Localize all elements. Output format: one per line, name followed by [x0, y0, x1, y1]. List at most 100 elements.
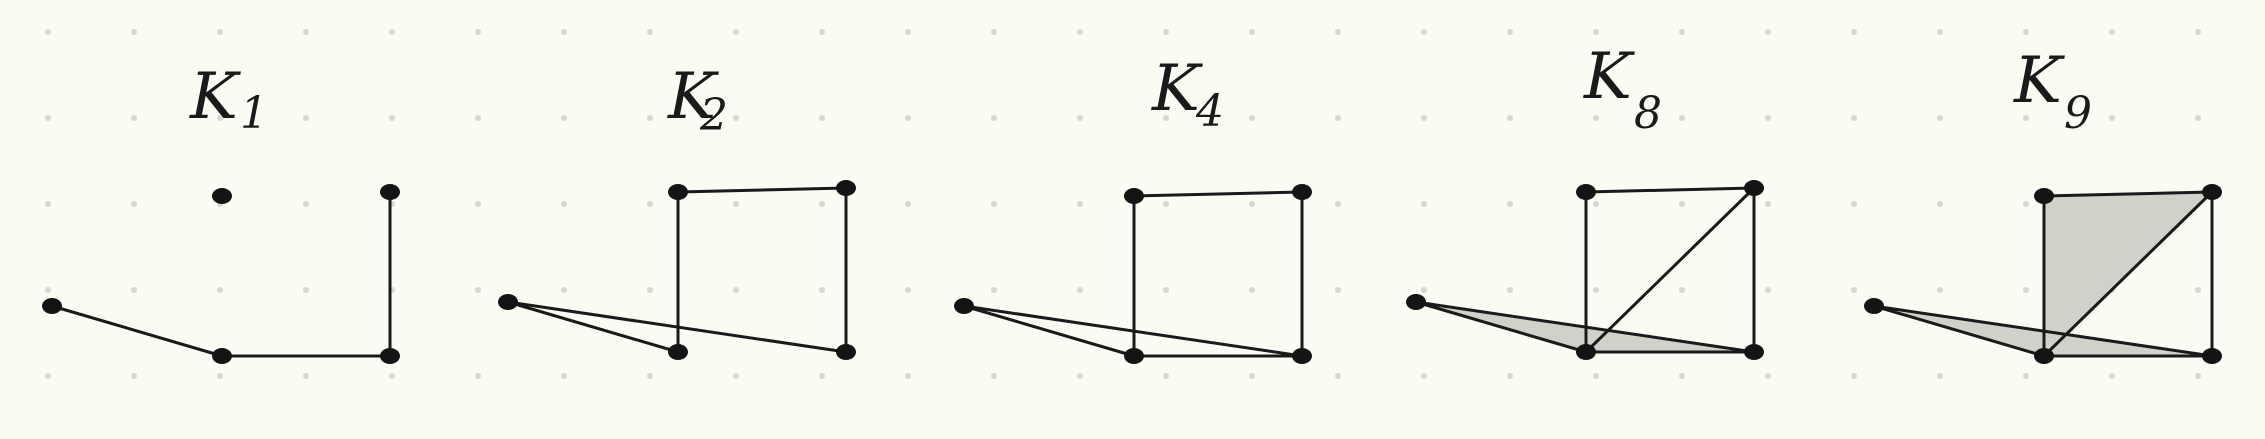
grid-dot — [1163, 373, 1169, 379]
grid-dot — [991, 373, 997, 379]
grid-dot — [647, 115, 653, 121]
grid-dot — [45, 201, 51, 207]
grid-dot — [217, 29, 223, 35]
grid-dot — [389, 29, 395, 35]
grid-dot — [45, 115, 51, 121]
grid-dot — [1851, 287, 1857, 293]
grid-dot — [1077, 29, 1083, 35]
grid-dot — [2195, 373, 2201, 379]
grid-dot — [1679, 29, 1685, 35]
grid-dot — [1077, 287, 1083, 293]
grid-dot — [1679, 287, 1685, 293]
grid-dot — [475, 287, 481, 293]
grid-dot — [1163, 287, 1169, 293]
edge-cd — [2042, 190, 2214, 198]
grid-dot — [561, 29, 567, 35]
vertex-d — [1292, 184, 1312, 200]
vertex-e — [836, 344, 856, 360]
grid-dot — [819, 201, 825, 207]
grid-dot — [1765, 287, 1771, 293]
grid-dot — [1851, 373, 1857, 379]
grid-dot — [2023, 115, 2029, 121]
edge-cd — [1132, 190, 1304, 198]
grid-dot — [1679, 115, 1685, 121]
grid-dot — [1679, 201, 1685, 207]
vertex-c — [380, 348, 400, 364]
grid-dot — [1421, 201, 1427, 207]
complex-k9: K 9 — [1864, 44, 2222, 364]
grid-dot — [475, 201, 481, 207]
vertex-d — [2202, 184, 2222, 200]
vertex-a — [42, 298, 62, 314]
grid-dot — [1335, 29, 1341, 35]
grid-dot — [1937, 29, 1943, 35]
grid-dot — [991, 201, 997, 207]
grid-dot — [1335, 373, 1341, 379]
vertex-d — [380, 184, 400, 200]
vertex-e — [212, 188, 232, 204]
grid-dot — [131, 29, 137, 35]
vertex-c — [668, 184, 688, 200]
vertex-a — [1864, 298, 1884, 314]
vertex-c — [1124, 188, 1144, 204]
vertex-a — [954, 298, 974, 314]
grid-dot — [991, 29, 997, 35]
grid-dot — [1937, 373, 1943, 379]
grid-dot — [1851, 201, 1857, 207]
grid-dot — [733, 115, 739, 121]
grid-dot — [647, 287, 653, 293]
grid-dot — [303, 29, 309, 35]
grid-dot — [1593, 373, 1599, 379]
grid-dot — [1593, 29, 1599, 35]
grid-dot — [45, 287, 51, 293]
grid-dot — [1077, 373, 1083, 379]
vertex-b — [212, 348, 232, 364]
grid-dot — [389, 373, 395, 379]
edge-ea — [1872, 304, 2214, 358]
grid-dot — [475, 373, 481, 379]
grid-dot — [2109, 373, 2115, 379]
complex-k2-subscript: 2 — [699, 90, 728, 141]
grid-dot — [733, 373, 739, 379]
grid-dot — [1163, 29, 1169, 35]
vertex-b — [668, 344, 688, 360]
grid-dot — [1249, 373, 1255, 379]
complex-k2: K 2 — [498, 60, 856, 360]
grid-dot — [1507, 287, 1513, 293]
vertex-c — [2034, 188, 2054, 204]
edge-ea — [1414, 300, 1756, 354]
grid-dot — [45, 29, 51, 35]
grid-dot — [217, 373, 223, 379]
grid-dot — [303, 115, 309, 121]
vertex-b — [1576, 344, 1596, 360]
grid-dot — [389, 115, 395, 121]
grid-dot — [1249, 115, 1255, 121]
grid-dot — [2109, 115, 2115, 121]
complex-k4-label: K — [1151, 52, 1203, 126]
grid-dot — [1765, 29, 1771, 35]
grid-dot — [131, 115, 137, 121]
grid-dot — [2195, 287, 2201, 293]
complex-k8-subscript: 8 — [1634, 88, 1662, 139]
vertex-a — [1406, 294, 1426, 310]
grid-dot — [733, 29, 739, 35]
grid-dot — [647, 373, 653, 379]
grid-dot — [1163, 115, 1169, 121]
vertex-b — [1124, 348, 1144, 364]
complex-k8: K 8 — [1406, 40, 1764, 360]
grid-dot — [733, 201, 739, 207]
grid-dot — [45, 373, 51, 379]
grid-dot — [1335, 201, 1341, 207]
complex-k1-subscript: 1 — [240, 88, 268, 139]
grid-dot — [905, 29, 911, 35]
vertex-e — [2202, 348, 2222, 364]
grid-dot — [1593, 115, 1599, 121]
grid-dot — [475, 29, 481, 35]
grid-dot — [1507, 115, 1513, 121]
edge-cd — [676, 186, 848, 194]
edge-cd — [1584, 186, 1756, 194]
edge-ea — [506, 300, 848, 354]
grid-dot — [2195, 115, 2201, 121]
grid-dot — [1421, 373, 1427, 379]
